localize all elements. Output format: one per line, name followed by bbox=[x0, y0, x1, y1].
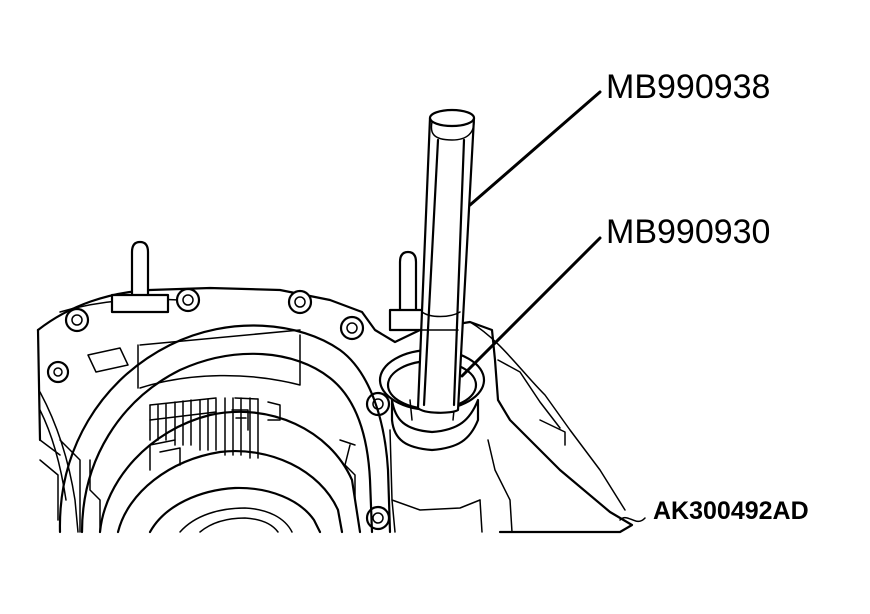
break-mark bbox=[619, 516, 646, 523]
case-bolt-bosses bbox=[46, 287, 391, 531]
leader-line-mb990938 bbox=[468, 90, 602, 207]
clutch-drum bbox=[39, 324, 392, 534]
case-right-details bbox=[339, 429, 513, 533]
case-left-details bbox=[39, 347, 129, 533]
case-stud-left bbox=[110, 240, 170, 314]
leader-line-mb990930 bbox=[460, 236, 602, 378]
handle-bar-tool bbox=[416, 108, 476, 414]
leader-lines bbox=[460, 90, 602, 378]
figure-id-label: AK300492AD bbox=[653, 497, 809, 525]
callout-mb990938: MB990938 bbox=[606, 68, 771, 106]
callout-mb990930: MB990930 bbox=[606, 213, 771, 251]
case-stud-right bbox=[388, 250, 430, 332]
clutch-plate-teeth bbox=[149, 397, 281, 471]
